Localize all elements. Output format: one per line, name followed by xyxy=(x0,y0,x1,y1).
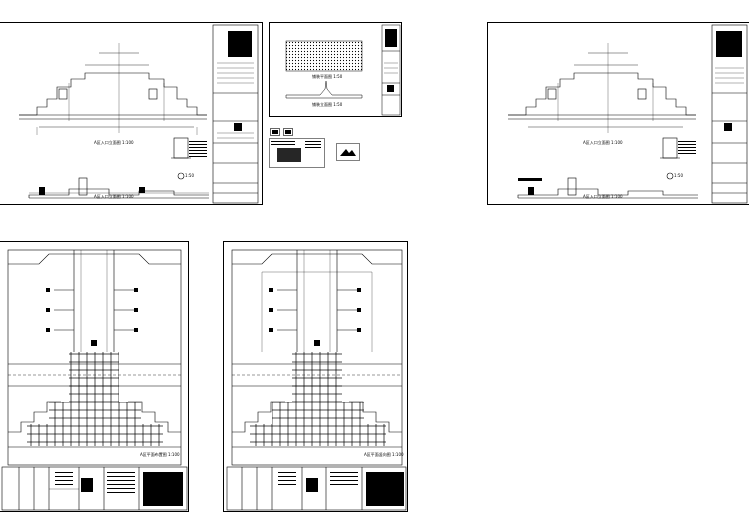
drawing-sheet-elevation-a[interactable]: A区入口立面图 1:100 A区入口立面图 1:100 1:50 xyxy=(0,22,263,205)
plan-drawing-b xyxy=(226,249,407,511)
drawing-sheet-plan-b[interactable]: A区平面竖向图 1:100 xyxy=(223,241,408,512)
elevation-drawing-b xyxy=(508,24,748,204)
elevation-drawing-a xyxy=(19,24,259,204)
paving-plan-caption: 铺装平面图 1:50 xyxy=(312,74,343,79)
drawing-sheet-elevation-b[interactable]: A区入口立面图 1:100 A区入口立面图 1:100 1:50 xyxy=(487,22,749,205)
elevation-caption-main: A区入口立面图 1:100 xyxy=(583,140,623,145)
plan-caption: A区平面竖向图 1:100 xyxy=(364,452,404,457)
detail-scale-label: 1:50 xyxy=(674,173,683,178)
drawing-sheet-plan-a[interactable]: A区平面布置图 1:100 xyxy=(0,241,189,512)
paving-detail-drawing xyxy=(285,24,401,116)
notes-table-block[interactable] xyxy=(269,138,325,168)
detail-scale-label: 1:50 xyxy=(185,173,194,178)
drawing-sheet-paving-detail[interactable]: 铺装平面图 1:50 铺装立面图 1:50 xyxy=(269,22,402,117)
plan-caption: A区平面布置图 1:100 xyxy=(140,452,180,457)
elevation-caption-main: A区入口立面图 1:100 xyxy=(94,140,134,145)
legend-swatches[interactable] xyxy=(270,121,294,136)
elevation-caption-section: A区入口立面图 1:100 xyxy=(94,194,134,199)
paving-section-caption: 铺装立面图 1:50 xyxy=(312,102,343,107)
elevation-caption-section: A区入口立面图 1:100 xyxy=(583,194,623,199)
detail-icon-block[interactable] xyxy=(336,143,360,161)
plan-drawing-a xyxy=(1,249,188,511)
